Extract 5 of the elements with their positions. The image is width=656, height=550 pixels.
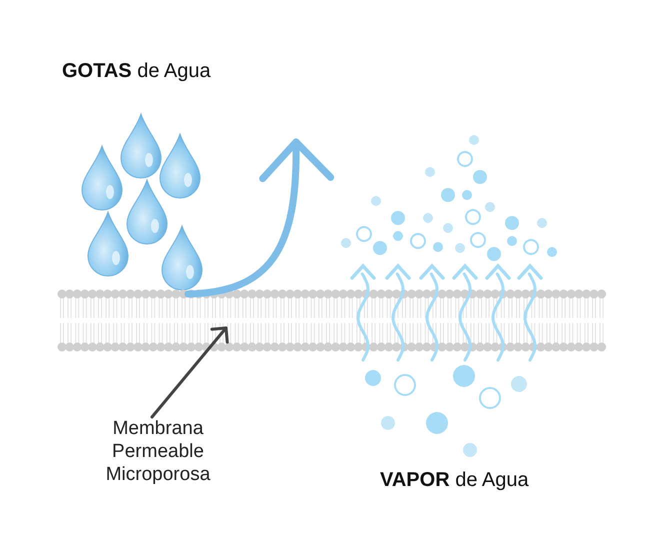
heading: GOTAS de Agua	[62, 60, 211, 83]
leader-arrow	[150, 326, 229, 418]
heading: VAPOR de Agua	[380, 469, 529, 492]
curved-arrow	[184, 138, 334, 298]
membrane-label: Membrana Permeable Microporosa	[104, 417, 212, 486]
